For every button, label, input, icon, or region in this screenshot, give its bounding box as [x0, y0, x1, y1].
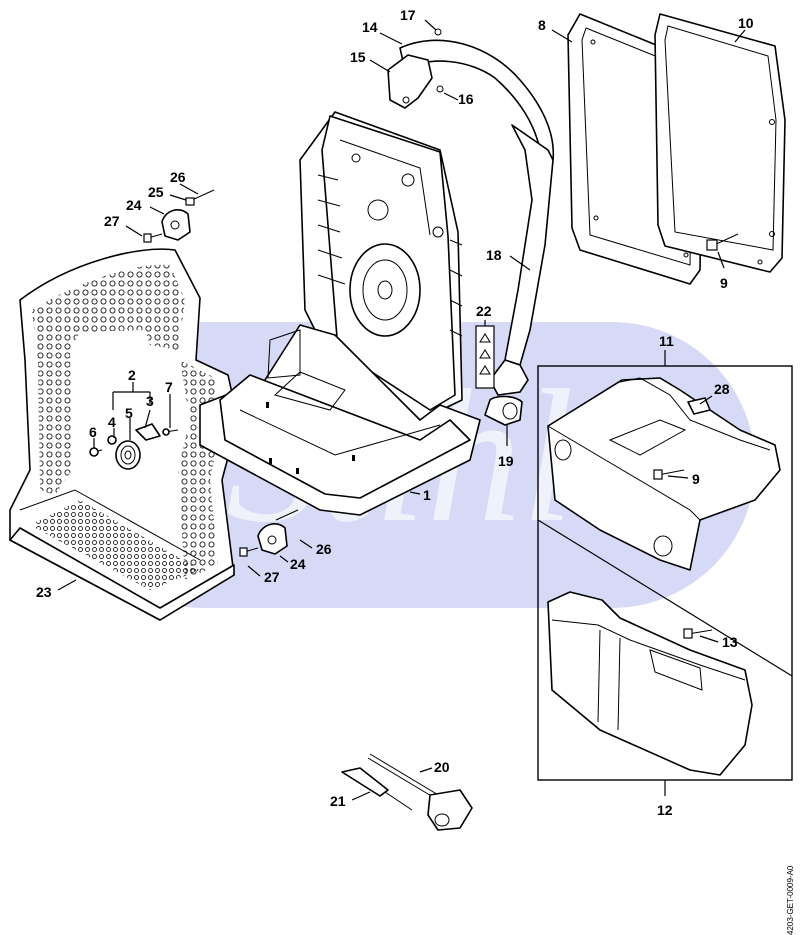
callout-9-upper: 9	[717, 251, 728, 291]
callout-8: 8	[538, 17, 573, 43]
document-code: 4203-GET-0009-A0	[786, 865, 795, 935]
callout-27-lower: 27	[247, 565, 280, 585]
svg-text:27: 27	[104, 213, 120, 229]
callout-1: 1	[409, 487, 431, 503]
callout-20: 20	[419, 759, 450, 775]
callout-17: 17	[400, 7, 437, 31]
callout-23: 23	[36, 579, 77, 600]
callout-25: 25	[148, 184, 187, 201]
svg-text:15: 15	[350, 49, 366, 65]
callout-7: 7	[165, 379, 173, 428]
callout-18: 18	[486, 247, 531, 271]
spring-assembly-2	[89, 423, 179, 470]
svg-text:20: 20	[434, 759, 450, 775]
callout-2: 2	[112, 367, 151, 410]
callout-26-lower: 26	[299, 539, 332, 557]
svg-text:14: 14	[362, 19, 378, 35]
svg-text:19: 19	[498, 453, 514, 469]
svg-text:13: 13	[722, 634, 738, 650]
perforated-shield-23	[9, 248, 239, 621]
callout-16: 16	[443, 91, 474, 107]
callout-28: 28	[699, 381, 730, 405]
callout-12: 12	[657, 780, 673, 818]
cover-plate-24-upper	[143, 189, 215, 243]
back-frame-1	[199, 111, 481, 516]
callout-24-lower: 24	[279, 555, 306, 572]
svg-text:26: 26	[170, 169, 186, 185]
svg-text:12: 12	[657, 802, 673, 818]
svg-text:24: 24	[126, 197, 142, 213]
svg-text:16: 16	[458, 91, 474, 107]
detail-box-11	[537, 365, 793, 781]
svg-text:3: 3	[146, 393, 154, 409]
svg-text:11: 11	[659, 333, 674, 349]
decal-22	[475, 325, 495, 389]
svg-text:27: 27	[264, 569, 280, 585]
svg-text:7: 7	[165, 379, 173, 395]
svg-text:6: 6	[89, 424, 97, 440]
tool-20-21	[341, 753, 473, 831]
callout-10: 10	[734, 15, 754, 43]
callout-22: 22	[476, 303, 492, 326]
svg-text:26: 26	[316, 541, 332, 557]
cover-plate-24-lower	[239, 509, 299, 557]
screw-9-upper	[706, 233, 739, 251]
svg-text:17: 17	[400, 7, 416, 23]
svg-text:1: 1	[423, 487, 431, 503]
callout-9-lower: 9	[667, 471, 700, 487]
callout-19: 19	[498, 424, 514, 469]
svg-text:25: 25	[148, 184, 164, 200]
svg-text:10: 10	[738, 15, 754, 31]
callout-26-upper: 26	[170, 169, 199, 195]
svg-text:23: 23	[36, 584, 52, 600]
svg-text:18: 18	[486, 247, 502, 263]
svg-text:4: 4	[108, 414, 116, 430]
svg-text:24: 24	[290, 556, 306, 572]
callout-5: 5	[125, 405, 133, 440]
callout-14: 14	[362, 19, 403, 45]
svg-text:21: 21	[330, 793, 346, 809]
harness-strap-18	[387, 28, 555, 426]
callout-27-upper: 27	[104, 213, 143, 237]
callout-4: 4	[108, 414, 116, 438]
callout-3: 3	[144, 393, 154, 429]
svg-text:5: 5	[125, 405, 133, 421]
svg-text:2: 2	[128, 367, 136, 383]
svg-text:9: 9	[692, 471, 700, 487]
svg-text:8: 8	[538, 17, 546, 33]
svg-text:9: 9	[720, 275, 728, 291]
callouts: 1 2 3 4 5 6 7 8 9 9 10 11 12 13 14 15 16…	[36, 7, 754, 818]
callout-15: 15	[350, 49, 391, 73]
callout-11: 11	[659, 333, 674, 366]
callout-13: 13	[699, 634, 738, 650]
back-pad-10	[654, 13, 786, 273]
callout-24-upper: 24	[126, 197, 165, 215]
svg-text:28: 28	[714, 381, 730, 397]
svg-text:22: 22	[476, 303, 492, 319]
callout-21: 21	[330, 791, 371, 809]
callout-6: 6	[89, 424, 97, 448]
